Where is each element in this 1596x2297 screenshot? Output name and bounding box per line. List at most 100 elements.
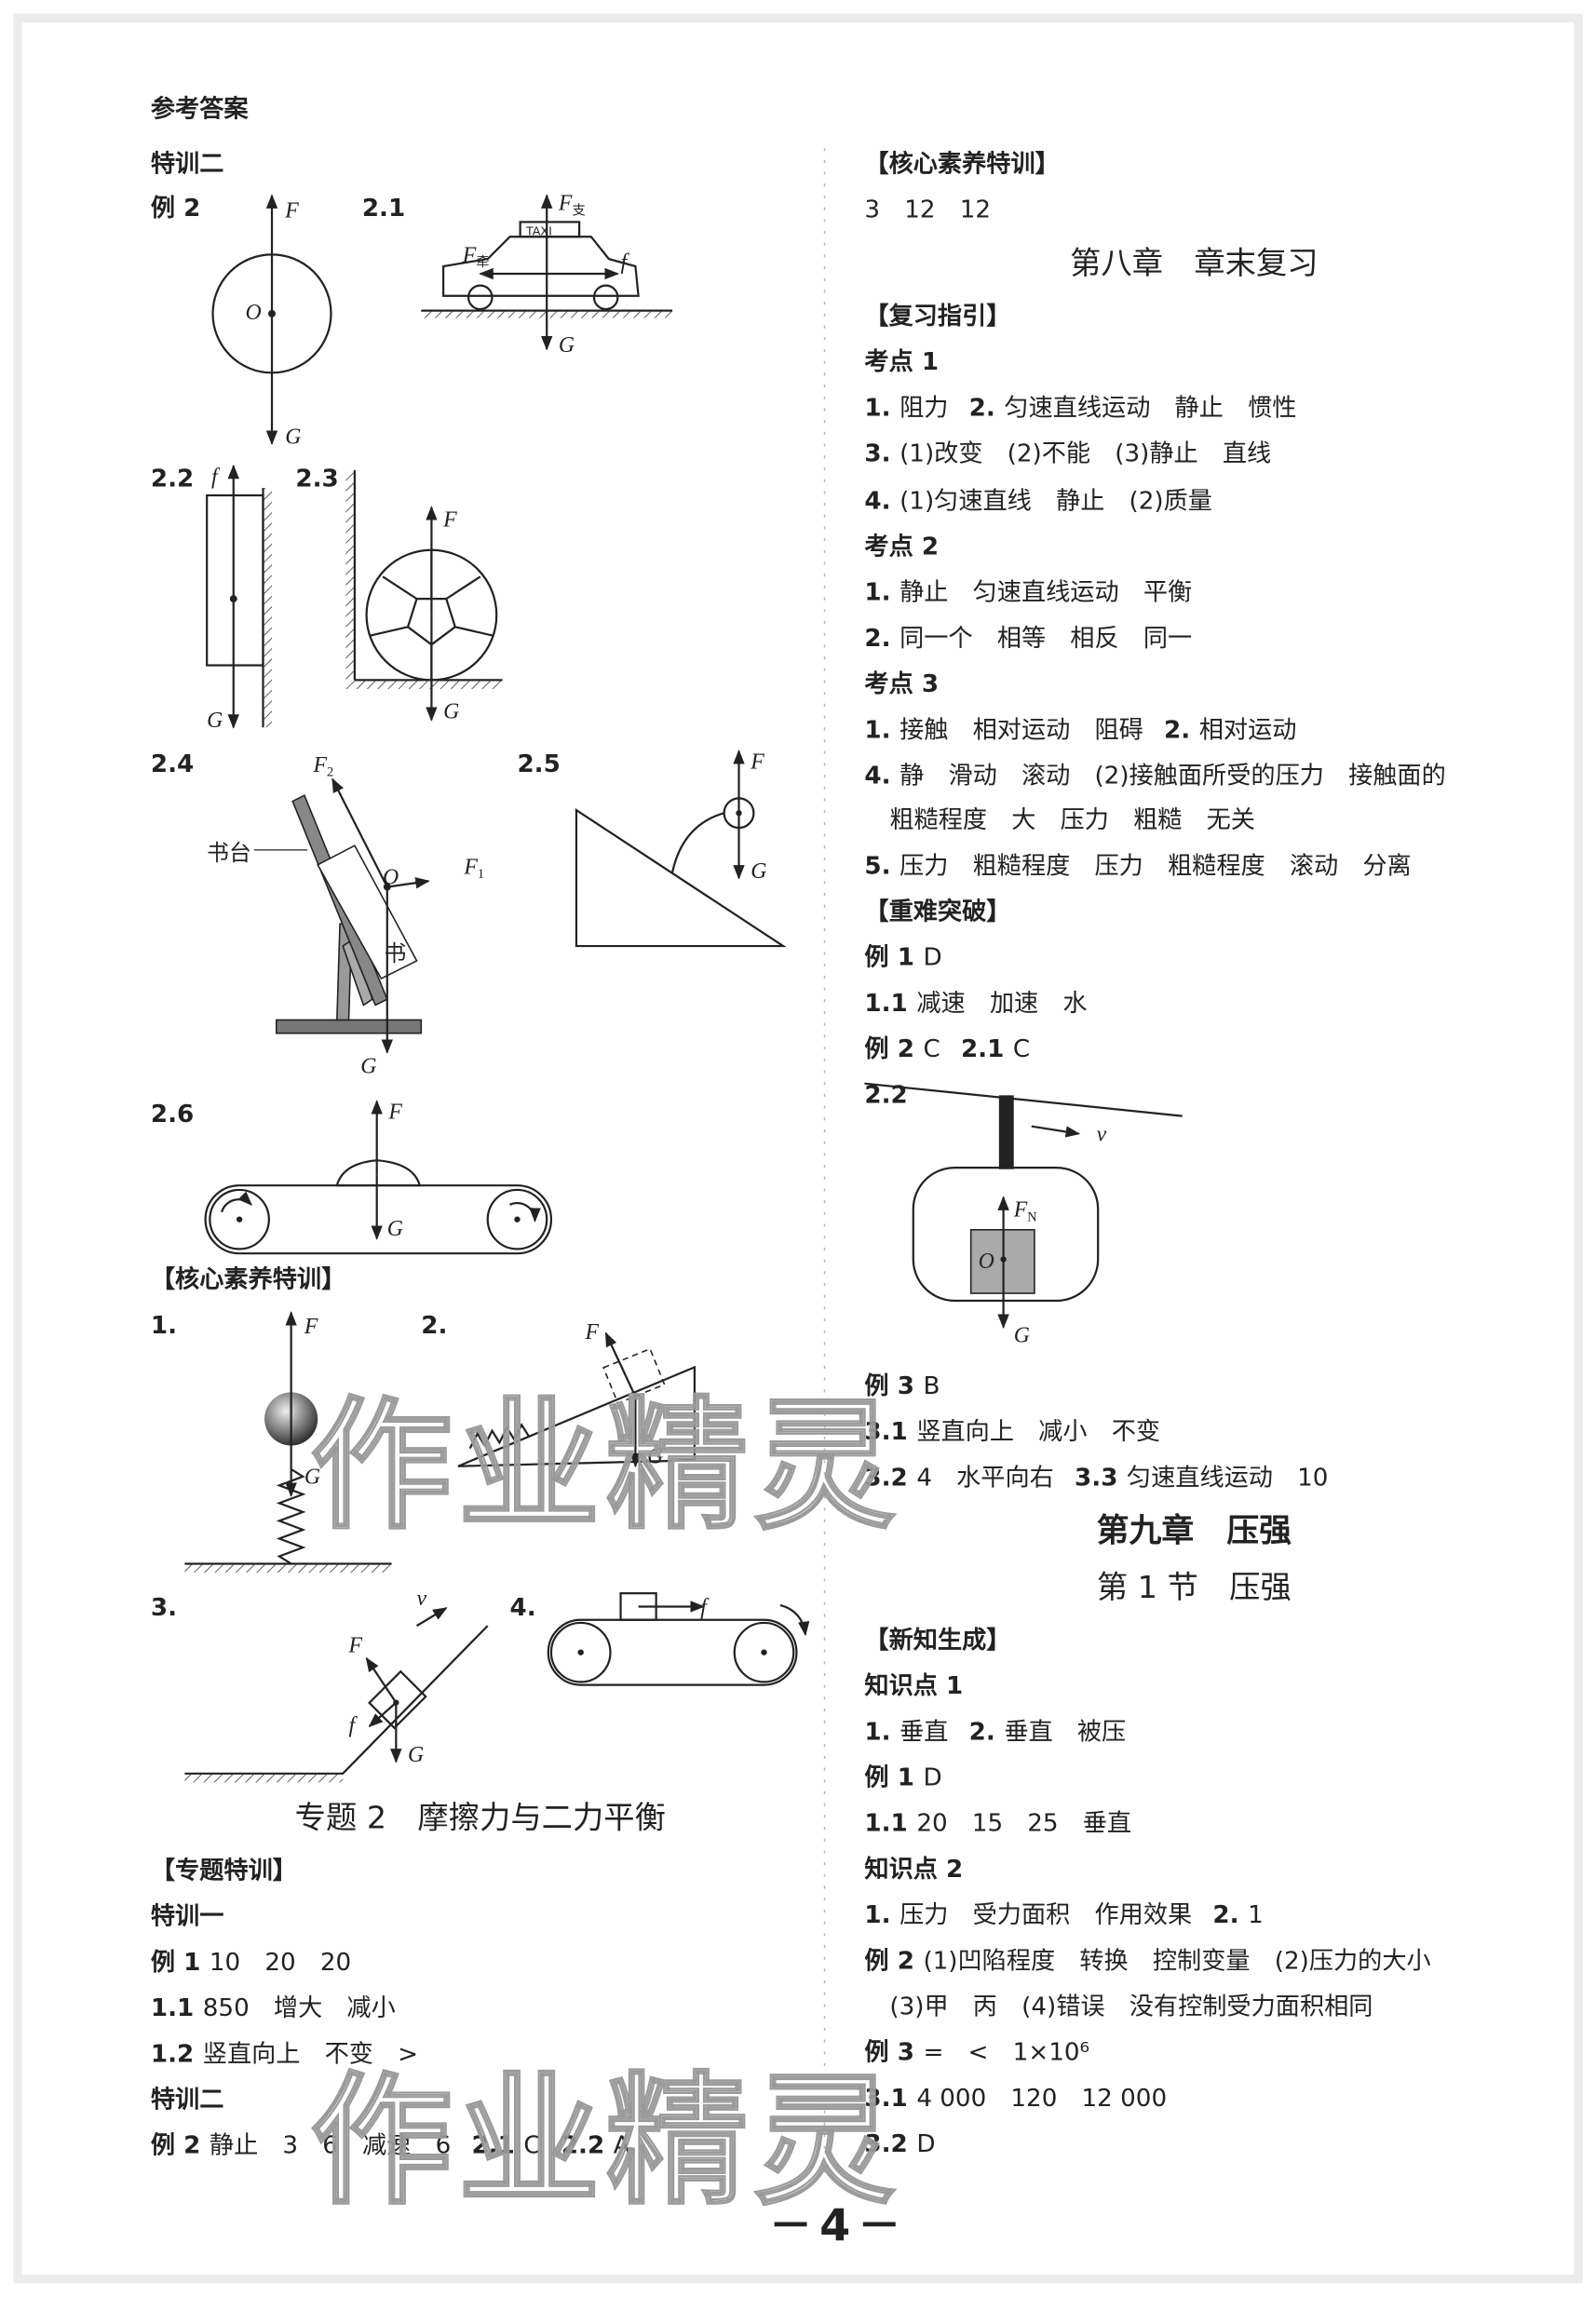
svg-text:v: v	[1097, 1123, 1107, 1147]
right-line: 例 3= < 1×10⁶	[864, 2039, 1089, 2067]
answer-text: 同一个 相等 相反 同一	[899, 625, 1192, 653]
svg-text:F: F	[442, 507, 457, 532]
svg-text:G: G	[647, 1445, 663, 1469]
item-number: 4.	[864, 763, 890, 790]
answer-text: D	[923, 1764, 941, 1792]
item-number: 考点 2	[864, 533, 939, 561]
item-number: 3.2	[864, 1464, 907, 1492]
diagram-2-6-conveyor: F G	[204, 1100, 553, 1255]
svg-text:G: G	[751, 859, 766, 884]
item-number: 2.1	[362, 195, 405, 223]
answer-text: 4 000 120 12 000	[916, 2085, 1167, 2113]
item-number: 3.3	[1075, 1464, 1117, 1492]
item-number: 【核心素养特训】	[864, 149, 1059, 178]
svg-text:TAXI: TAXI	[525, 224, 552, 238]
svg-text:F: F	[348, 1634, 363, 1658]
watermark: 作业精灵	[310, 1384, 901, 1548]
right-line: 3.(1)改变 (2)不能 (3)静止 直线	[864, 440, 1271, 468]
watermark: 作业精灵	[310, 2059, 901, 2223]
svg-text:f: f	[621, 250, 630, 275]
item-number: 2.5	[517, 750, 560, 778]
right-line: 【新知生成】	[864, 1626, 1010, 1655]
answer-text: 减速 加速 水	[916, 990, 1087, 1018]
answer-text: 竖直向上 不变 >	[203, 2040, 418, 2068]
left-line: 特训一	[151, 1902, 224, 1931]
item-number: 2.	[969, 394, 995, 422]
answer-text: 3 12 12	[864, 196, 991, 224]
right-line: 知识点 1	[864, 1671, 963, 1700]
answer-text: 垂直 被压	[1004, 1718, 1126, 1746]
section1-title: 第 1 节 压强	[1097, 1569, 1292, 1605]
answer-text: 相对运动	[1199, 716, 1297, 744]
answer-text: 静止 匀速直线运动 平衡	[899, 579, 1192, 607]
svg-text:G: G	[285, 425, 301, 449]
item-number: 例 1	[151, 1949, 201, 1977]
page-number: 4	[774, 2200, 896, 2251]
item-number: 【核心素养特训】	[151, 1265, 345, 1294]
left-line: 2.5	[517, 750, 560, 778]
answer-text: (1)凹陷程度 转换 控制变量 (2)压力的大小	[923, 1947, 1430, 1975]
answer-text: D	[923, 944, 941, 972]
answer-text: A	[614, 2132, 630, 2160]
item-number: 1.	[864, 1901, 890, 1929]
chapter9-title: 第九章 压强	[1097, 1512, 1292, 1550]
item-number: 3.2	[864, 2130, 907, 2158]
svg-text:FN: FN	[1013, 1198, 1037, 1225]
item-number: 2.	[969, 1718, 995, 1746]
diagram-core-1-spring-ball: F G	[184, 1311, 392, 1573]
diagram-2-4-book-stand: F2 F1 O G 书台 书	[207, 753, 484, 1079]
left-line: 例 1 10 20 20	[151, 1949, 351, 1977]
svg-text:f: f	[349, 1713, 358, 1737]
page-header-title: 参考答案	[151, 95, 250, 124]
diagram-core-2-wedge: F G	[457, 1320, 697, 1469]
answer-text: (3)甲 丙 (4)错误 没有控制受力面积相同	[889, 1993, 1373, 2021]
item-number: 【新知生成】	[864, 1626, 1010, 1655]
right-line: 3 12 12	[864, 196, 991, 224]
item-number: 1.1	[864, 1810, 907, 1838]
svg-text:F: F	[284, 199, 299, 223]
item-number: 1.2	[151, 2040, 194, 2068]
right-line: 例 2(1)凹陷程度 转换 控制变量 (2)压力的大小	[864, 1947, 1430, 1975]
item-number: 例 1	[864, 1764, 914, 1792]
answer-text: 20 15 25 垂直	[916, 1810, 1131, 1838]
chapter8-title: 第八章 章末复习	[1070, 245, 1319, 281]
item-number: 1.1	[151, 1994, 194, 2022]
item-number: 【复习指引】	[864, 303, 1010, 331]
left-line: 1.2 竖直向上 不变 >	[151, 2040, 418, 2068]
item-number: 2.6	[151, 1101, 194, 1128]
item-number: 特训一	[151, 1902, 224, 1931]
answer-text: 10 20 20	[210, 1949, 351, 1977]
svg-text:书台: 书台	[207, 840, 251, 866]
right-line: 1. 静止 匀速直线运动 平衡	[864, 579, 1192, 607]
item-number: 1.	[864, 716, 890, 744]
right-line: 例 1 D	[864, 1764, 941, 1792]
item-number: 2.3	[295, 466, 338, 493]
svg-text:f: f	[211, 465, 221, 489]
answer-text: (1)改变 (2)不能 (3)静止 直线	[899, 440, 1271, 468]
diagram-core-3-incline-block: F f v G	[184, 1587, 489, 1783]
right-line: 1.1 20 15 25 垂直	[864, 1810, 1131, 1838]
answer-text: 1	[1248, 1901, 1264, 1929]
right-line: 5.压力 粗糙程度 压力 粗糙程度 滚动 分离	[864, 852, 1411, 880]
left-line: 4.	[510, 1594, 536, 1622]
diagram-2-2-cable-car: v O FN G	[864, 1082, 1183, 1347]
left-line: 2.6	[151, 1101, 194, 1128]
diagram-core-4-conveyor: f	[547, 1592, 810, 1686]
svg-text:F: F	[584, 1320, 599, 1344]
svg-text:f: f	[700, 1595, 710, 1619]
item-number: 1.	[864, 579, 890, 607]
item-number: 【专题特训】	[151, 1856, 297, 1885]
answer-text: 垂直	[899, 1718, 948, 1746]
item-number: 3.1	[864, 1418, 907, 1446]
